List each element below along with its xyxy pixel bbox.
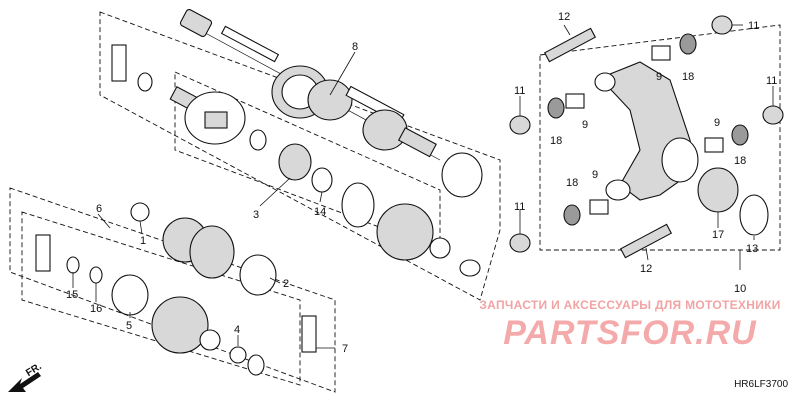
bushing-9-b [565,93,585,109]
circlip-lower [247,354,265,376]
seal-18-d [563,204,581,226]
callout-18-a: 18 [682,71,694,83]
bearing-17 [697,167,739,213]
callout-12-top: 12 [558,11,570,23]
circlip-13 [739,194,769,236]
callout-6: 6 [96,203,102,215]
callouts: 8 3 14 6 1 2 5 4 15 16 7 12 11 9 18 11 9… [66,11,777,355]
front-arrow-icon [8,372,41,392]
boot-upper [376,203,451,261]
cap-11-c [762,105,784,125]
callout-10: 10 [734,283,746,295]
group-box-7 [9,187,336,393]
callout-11-d: 11 [514,201,525,213]
boot-lower-outer [151,296,221,354]
snap-ring-14 [311,167,333,193]
seal-18-c [731,124,749,146]
callout-9-c: 9 [714,117,720,129]
band-4 [229,346,247,364]
ring-15 [66,256,80,274]
drive-shaft-assembly [179,8,441,161]
diagram-code: HR6LF3700 [734,379,788,390]
bushing-9-d [589,199,609,215]
bushing-9-c [704,137,724,153]
cap-11-d [509,233,531,253]
swing-arm [594,61,699,201]
group-box-8 [99,11,501,301]
callout-9-a: 9 [656,71,662,83]
band-2 [239,254,277,296]
circlip-top [137,72,153,92]
seal-18-b [547,97,565,119]
group-box-3 [174,71,441,251]
leader-lines [72,24,774,349]
seal-18-a [679,33,697,55]
grease-tube-top [111,44,127,82]
callout-18-c: 18 [734,155,746,167]
callout-11-b: 11 [514,85,525,97]
cap-11-a [711,15,733,35]
callout-2: 2 [283,278,289,290]
callout-17: 17 [712,229,724,241]
callout-11-c: 11 [766,75,777,87]
callout-5: 5 [126,320,132,332]
watermark-subtitle: ЗАПЧАСТИ И АКСЕССУАРЫ ДЛЯ МОТОТЕХНИКИ [479,298,781,312]
boot-lower-inner [162,217,235,279]
watermark-logo: PARTSFOR.RU [503,314,757,352]
band-upper-c [441,152,483,198]
cap-11-b [509,115,531,135]
pin-12-top [543,27,597,63]
pin-12-bottom [619,223,673,259]
band-upper-b [459,259,481,277]
callout-13: 13 [746,243,758,255]
callout-7: 7 [342,343,348,355]
callout-12-bottom: 12 [640,263,652,275]
group-box-10 [539,24,781,251]
callout-18-b: 18 [550,135,562,147]
callout-16: 16 [90,303,102,315]
callout-9-b: 9 [582,119,588,131]
circlip [249,129,267,151]
callout-3: 3 [253,209,259,221]
grease-tube-left [35,234,51,272]
callout-4: 4 [234,324,240,336]
callout-18-d: 18 [566,177,578,189]
grease-tube-right [301,315,317,353]
callout-9-d: 9 [592,169,598,181]
band-5 [111,274,149,316]
bushing-9-a [651,45,671,61]
band-1 [130,202,150,222]
callout-15: 15 [66,289,78,301]
joint-cage [278,143,312,181]
band-upper-a [341,182,375,228]
callout-8: 8 [352,41,358,53]
callout-1: 1 [140,235,146,247]
callout-11-a: 11 [748,20,759,32]
inboard-joint-housing [169,85,246,145]
ring-16 [89,266,103,284]
callout-14: 14 [314,206,326,218]
